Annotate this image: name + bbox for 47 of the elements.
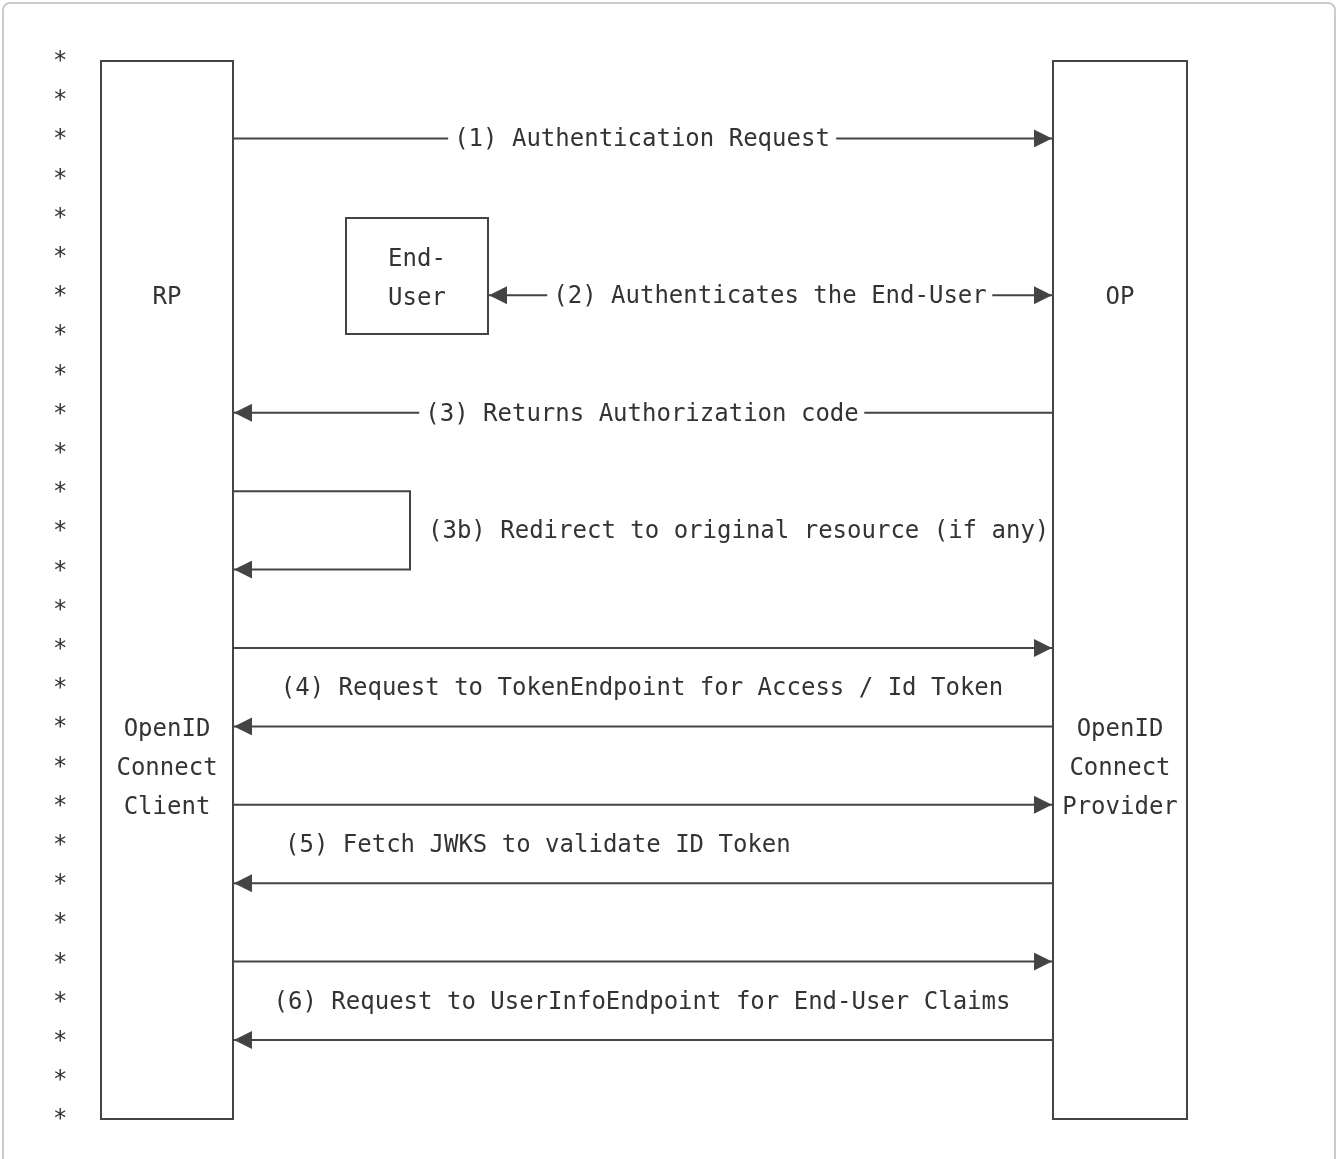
arrow <box>233 952 1053 971</box>
comment-marker: * <box>53 554 68 585</box>
comment-marker: * <box>53 397 68 428</box>
comment-marker: * <box>53 123 68 154</box>
edge-label: (3b) Redirect to original resource (if any) <box>428 515 1050 546</box>
arrow <box>233 717 1053 736</box>
comment-marker: * <box>53 829 68 859</box>
edge-label: (5) Fetch JWKS to validate ID Token <box>285 829 791 859</box>
comment-marker: * <box>53 319 68 350</box>
comment-marker: * <box>53 750 68 781</box>
participant-name: OpenID Connect Provider <box>1062 712 1178 823</box>
comment-marker: * <box>53 711 68 742</box>
comment-marker: * <box>53 476 68 507</box>
loop-arrow <box>233 490 411 579</box>
comment-marker: * <box>53 241 68 271</box>
comment-marker: * <box>53 907 68 938</box>
comment-marker: * <box>53 633 68 663</box>
comment-marker: * <box>53 946 68 977</box>
arrow <box>233 639 1053 657</box>
comment-marker: * <box>53 985 68 1016</box>
comment-marker: * <box>53 162 68 193</box>
comment-marker: * <box>53 868 68 899</box>
participant-box <box>1052 60 1188 1120</box>
comment-marker: * <box>53 515 68 546</box>
comment-marker: * <box>53 45 68 75</box>
comment-marker: * <box>53 789 68 820</box>
arrow <box>233 795 1053 814</box>
arrow <box>233 1031 1053 1049</box>
comment-marker: * <box>53 358 68 389</box>
comment-marker: * <box>53 1025 68 1055</box>
participant-name: OpenID Connect Client <box>116 712 218 823</box>
comment-marker: * <box>53 1103 68 1134</box>
actor-box <box>345 217 489 335</box>
comment-marker: * <box>53 280 68 311</box>
participant-name: OP <box>1105 281 1135 313</box>
edge-label: (6) Request to UserInfoEndpoint for End-User Claims <box>273 985 1011 1016</box>
comment-marker: * <box>53 672 68 703</box>
comment-marker: * <box>53 84 68 115</box>
comment-marker: * <box>53 437 68 467</box>
comment-marker: * <box>53 201 68 232</box>
participant-name: RP <box>152 281 182 313</box>
comment-marker: * <box>53 1064 68 1095</box>
arrow <box>233 874 1053 893</box>
edge-label: (4) Request to TokenEndpoint for Access / Id Token <box>280 672 1004 703</box>
participant-name: End- User <box>388 242 446 313</box>
comment-marker: * <box>53 593 68 624</box>
participant-box <box>100 60 234 1120</box>
